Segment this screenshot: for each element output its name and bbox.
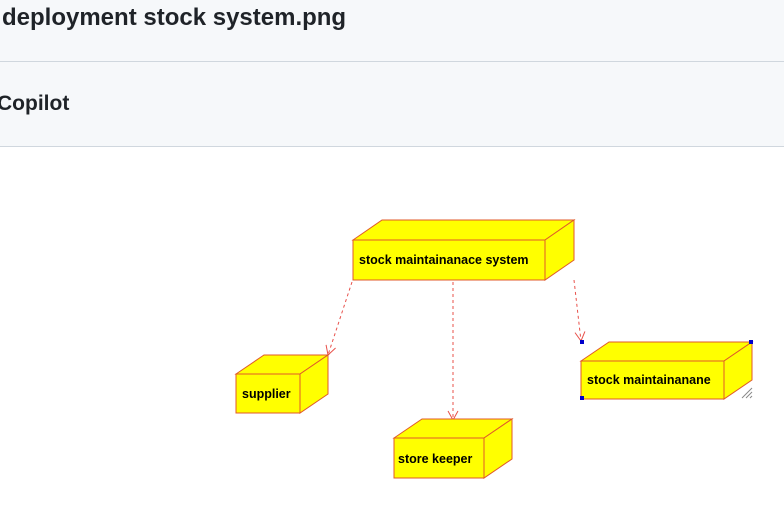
image-viewer: stock maintainanace system supplier stor… bbox=[0, 147, 784, 531]
node-stock-maintainanace-system[interactable]: stock maintainanace system bbox=[351, 219, 576, 281]
deployment-diagram: stock maintainanace system supplier stor… bbox=[234, 219, 754, 479]
dependency-arrow-supplier bbox=[325, 281, 353, 356]
copilot-button[interactable]: Copilot bbox=[0, 92, 70, 115]
resize-grip-icon[interactable] bbox=[741, 387, 753, 399]
node-stock-maintainanane[interactable]: stock maintainanane bbox=[579, 341, 754, 400]
node-label-supplier: supplier bbox=[242, 387, 291, 401]
selection-handle-top-right[interactable] bbox=[749, 340, 753, 344]
file-title: deployment stock system.png bbox=[2, 4, 347, 31]
node-label-system: stock maintainanace system bbox=[359, 253, 529, 267]
node-label-keeper: store keeper bbox=[398, 452, 472, 466]
selection-handle-top-left[interactable] bbox=[580, 340, 584, 344]
file-header: deployment stock system.png bbox=[0, 0, 784, 62]
selection-handle-bottom-left[interactable] bbox=[580, 396, 584, 400]
node-label-maint: stock maintainanane bbox=[587, 373, 711, 387]
copilot-bar: Copilot bbox=[0, 62, 784, 147]
dependency-arrow-maint bbox=[573, 279, 586, 343]
node-store-keeper[interactable]: store keeper bbox=[392, 418, 514, 479]
node-supplier[interactable]: supplier bbox=[234, 354, 330, 414]
